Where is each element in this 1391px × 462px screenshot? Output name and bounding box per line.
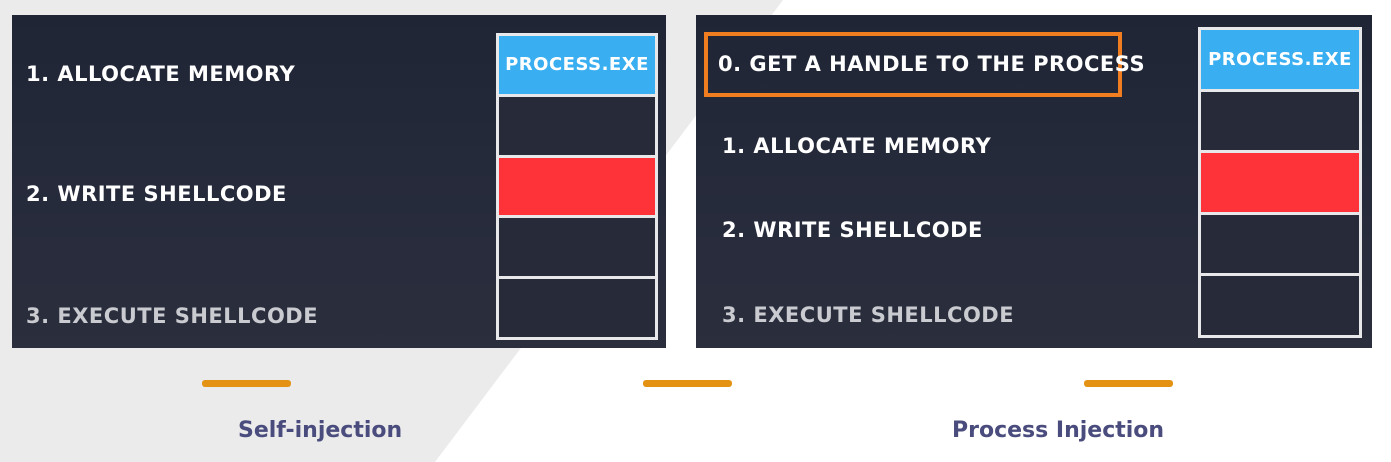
shellcode-block [499,157,655,216]
memory-block [499,279,655,337]
step-execute-shellcode: 3. EXECUTE SHELLCODE [722,303,1015,327]
memory-block [1201,276,1359,335]
step-allocate-memory: 1. ALLOCATE MEMORY [722,134,992,158]
memory-block [499,96,655,155]
divider-dash [643,380,732,387]
caption-process-injection: Process Injection [952,418,1165,443]
process-memory-stack: PROCESS.EXE [496,33,658,340]
divider-dash [202,380,291,387]
process-exe-header: PROCESS.EXE [1201,30,1359,89]
highlight-box [704,32,1122,97]
step-write-shellcode: 2. WRITE SHELLCODE [26,182,287,206]
step-allocate-memory: 1. ALLOCATE MEMORY [26,62,296,86]
shellcode-block [1201,153,1359,212]
step-get-handle: 0. GET A HANDLE TO THE PROCESS [718,52,1146,76]
caption-self-injection: Self-injection [238,418,403,443]
process-memory-stack: PROCESS.EXE [1198,27,1362,338]
process-exe-header: PROCESS.EXE [499,36,655,94]
step-write-shellcode: 2. WRITE SHELLCODE [722,218,983,242]
step-execute-shellcode: 3. EXECUTE SHELLCODE [26,304,319,328]
self-injection-panel: 1. ALLOCATE MEMORY 2. WRITE SHELLCODE 3.… [12,15,666,348]
divider-dash [1084,380,1173,387]
memory-block [1201,91,1359,151]
process-injection-panel: 0. GET A HANDLE TO THE PROCESS 1. ALLOCA… [696,15,1372,348]
memory-block [1201,214,1359,274]
memory-block [499,218,655,277]
